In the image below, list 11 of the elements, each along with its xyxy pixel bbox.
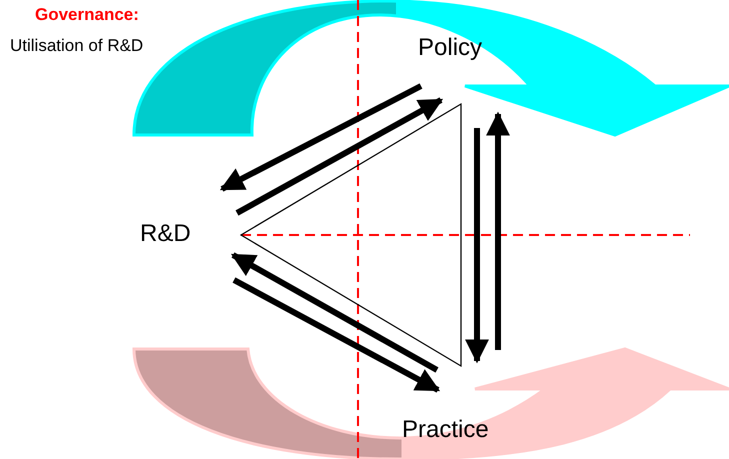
arrow — [232, 277, 440, 393]
node-label: Practice — [402, 418, 489, 442]
subheading: Utilisation of R&D — [10, 37, 144, 54]
arrow — [486, 112, 510, 350]
arrow — [236, 97, 444, 216]
node-label: R&D — [140, 222, 191, 246]
heading: Governance: — [35, 6, 139, 23]
node-label: Policy — [418, 36, 482, 60]
arrow — [220, 83, 422, 192]
arrow — [230, 252, 438, 373]
arrow — [465, 128, 489, 364]
